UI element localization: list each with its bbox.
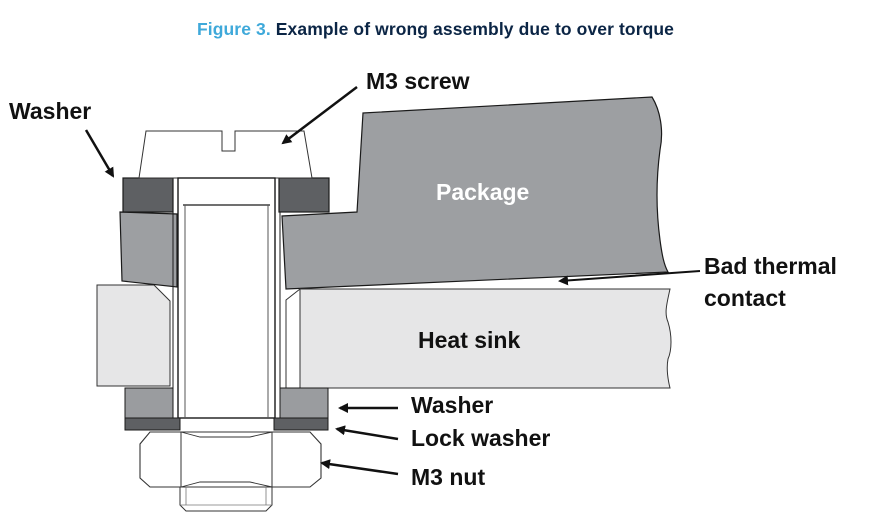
top-washer-right bbox=[278, 177, 330, 213]
screw-tip-threads bbox=[180, 487, 272, 506]
arrow-bad-thermal bbox=[558, 270, 701, 286]
arrow-m3-nut bbox=[320, 459, 399, 476]
figure-caption: Figure 3. Example of wrong assembly due … bbox=[0, 19, 871, 40]
figure-number: Figure 3. bbox=[196, 19, 271, 39]
top-washer-left bbox=[122, 177, 174, 213]
label-washer-top: Washer bbox=[9, 98, 91, 124]
screw-tip bbox=[179, 486, 273, 512]
label-bad-thermal-2: contact bbox=[704, 285, 786, 311]
arrow-m3-screw bbox=[281, 86, 358, 145]
lock-washer-right bbox=[273, 417, 329, 431]
package-left-chunk bbox=[119, 211, 178, 288]
arrow-washer-top bbox=[84, 129, 115, 178]
heat-sink-left bbox=[96, 284, 171, 387]
label-m3-nut: M3 nut bbox=[411, 464, 485, 490]
lock-washer-left bbox=[124, 417, 181, 431]
nut-body bbox=[139, 431, 322, 488]
label-heat-sink: Heat sink bbox=[418, 327, 520, 353]
label-package: Package bbox=[436, 179, 529, 205]
nut-faces bbox=[180, 432, 273, 487]
label-lock-washer: Lock washer bbox=[411, 425, 550, 451]
figure-title: Example of wrong assembly due to over to… bbox=[275, 19, 675, 39]
bottom-washer-left bbox=[124, 387, 174, 419]
label-washer-bottom: Washer bbox=[411, 392, 493, 418]
heat-sink-body bbox=[299, 288, 672, 389]
screw-shank-outer bbox=[177, 177, 276, 419]
label-bad-thermal-1: Bad thermal bbox=[704, 253, 837, 279]
package-body bbox=[281, 96, 670, 290]
nut-chamfers bbox=[180, 431, 273, 488]
heat-sink-right-hole bbox=[285, 287, 301, 389]
bottom-washer-right bbox=[279, 387, 329, 419]
screw-head bbox=[138, 130, 313, 179]
label-m3-screw: M3 screw bbox=[366, 68, 470, 94]
arrow-lock-washer bbox=[335, 425, 399, 441]
